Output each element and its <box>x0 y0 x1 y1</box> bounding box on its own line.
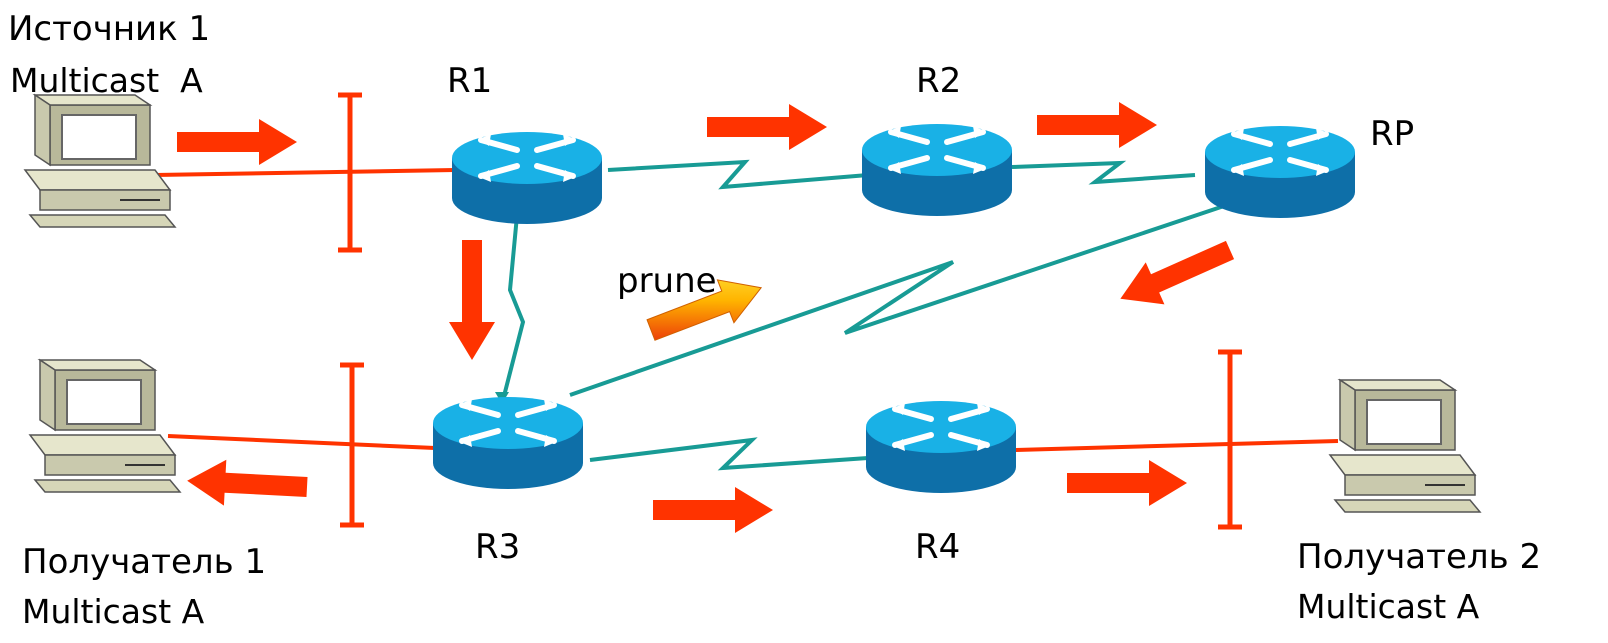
flow-arrow-source-to-r1 <box>177 119 297 165</box>
receiver2-title: Получатель 2 <box>1297 537 1541 577</box>
link-r2-rp <box>1011 160 1196 185</box>
flow-arrow-rp-to-r3 <box>1111 228 1240 320</box>
router-rp <box>1205 126 1355 218</box>
prune-label: prune <box>617 261 717 301</box>
router-r1 <box>452 132 602 224</box>
router-r3 <box>433 397 583 489</box>
router-r1-label: R1 <box>447 61 492 101</box>
receiver2-pc-icon <box>1329 379 1481 513</box>
link-r1-r2 <box>607 159 869 190</box>
link-r1-r3 <box>501 204 526 401</box>
flow-arrow-r4-to-receiver2 <box>1067 460 1187 506</box>
source-lan-wire <box>154 168 456 177</box>
flow-arrow-r1-to-r2 <box>707 104 827 150</box>
router-r3-label: R3 <box>475 527 520 567</box>
router-r4-label: R4 <box>915 527 960 567</box>
source-lan-segment <box>338 92 362 253</box>
source-subtitle: Multicast A <box>10 61 203 100</box>
flow-arrow-r3-to-r4 <box>653 487 773 533</box>
flow-arrow-r3-to-receiver1 <box>185 457 309 510</box>
receiver1-lan-segment <box>340 362 364 528</box>
receiver1-lan-wire <box>167 434 436 450</box>
receiver1-title: Получатель 1 <box>22 542 266 582</box>
router-r2-label: R2 <box>916 61 961 101</box>
flow-arrow-r1-to-r3 <box>449 240 495 360</box>
prune-arrow <box>646 279 763 341</box>
router-r4 <box>866 401 1016 493</box>
source-title: Источник 1 <box>8 9 210 49</box>
router-rp-label: RP <box>1370 114 1414 154</box>
receiver2-lan-wire <box>1014 439 1339 452</box>
receiver1-pc-icon <box>29 359 181 493</box>
source-pc-icon <box>24 94 176 228</box>
receiver1-subtitle: Multicast A <box>22 592 205 631</box>
link-r3-r4 <box>589 437 869 471</box>
receiver2-lan-segment <box>1218 349 1242 530</box>
link-r3-rp <box>569 203 1228 397</box>
router-r2 <box>862 124 1012 216</box>
flow-arrow-r2-to-rp <box>1037 102 1157 148</box>
receiver2-subtitle: Multicast A <box>1297 587 1480 626</box>
